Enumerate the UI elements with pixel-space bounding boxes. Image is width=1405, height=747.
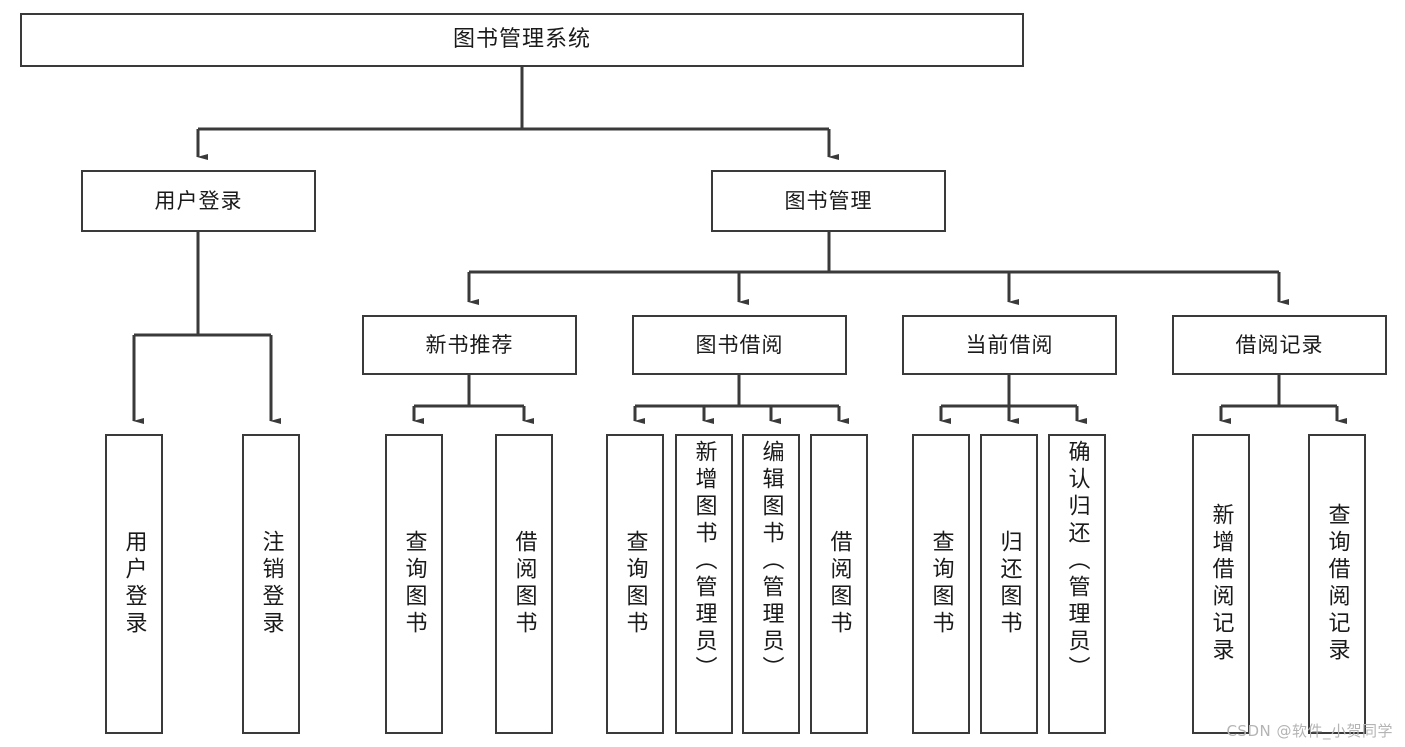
node-label: 借阅图书 [826,530,852,638]
leaf-new-book-borrow[interactable]: 借阅图书 [495,434,553,734]
node-label: 图书借阅 [695,332,784,357]
leaf-new-book-query[interactable]: 查询图书 [385,434,443,734]
node-label: 查询图书 [401,530,427,638]
node-label: 新增借阅记录 [1208,503,1234,665]
node-book-borrow[interactable]: 图书借阅 [632,315,847,375]
leaf-book-borrow-add[interactable]: 新增图书（管理员） [675,434,733,734]
node-label: 确认归还（管理员） [1064,440,1090,683]
node-borrow-record[interactable]: 借阅记录 [1172,315,1387,375]
node-label: 新增图书（管理员） [691,440,717,683]
node-new-book-recommend[interactable]: 新书推荐 [362,315,577,375]
leaf-borrow-record-add[interactable]: 新增借阅记录 [1192,434,1250,734]
leaf-user-login-logout[interactable]: 注销登录 [242,434,300,734]
node-label: 新书推荐 [425,332,514,357]
watermark: CSDN @软件_小贺同学 [1226,722,1393,740]
node-label: 查询图书 [622,530,648,638]
leaf-user-login-login[interactable]: 用户登录 [105,434,163,734]
node-label: 编辑图书（管理员） [758,440,784,683]
leaf-current-borrow-return[interactable]: 归还图书 [980,434,1038,734]
leaf-current-borrow-query[interactable]: 查询图书 [912,434,970,734]
node-user-login[interactable]: 用户登录 [81,170,316,232]
node-label: 注销登录 [258,530,284,638]
leaf-current-borrow-confirm-return[interactable]: 确认归还（管理员） [1048,434,1106,734]
node-label: 当前借阅 [965,332,1054,357]
node-label: 归还图书 [996,530,1022,638]
leaf-book-borrow-query[interactable]: 查询图书 [606,434,664,734]
node-label: 查询图书 [928,530,954,638]
leaf-borrow-record-query[interactable]: 查询借阅记录 [1308,434,1366,734]
node-label: 借阅图书 [511,530,537,638]
node-label: 图书管理 [784,188,873,213]
leaf-book-borrow-edit[interactable]: 编辑图书（管理员） [742,434,800,734]
node-label: 借阅记录 [1235,332,1324,357]
node-label: 用户登录 [121,530,147,638]
node-current-borrow[interactable]: 当前借阅 [902,315,1117,375]
node-label: 图书管理系统 [452,27,591,53]
node-root-system[interactable]: 图书管理系统 [20,13,1024,67]
node-label: 用户登录 [154,188,243,213]
node-book-management[interactable]: 图书管理 [711,170,946,232]
node-label: 查询借阅记录 [1324,503,1350,665]
leaf-book-borrow-borrow[interactable]: 借阅图书 [810,434,868,734]
